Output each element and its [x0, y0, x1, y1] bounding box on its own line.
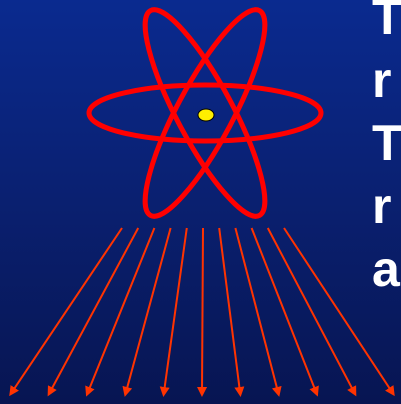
- atom-icon: [89, 0, 321, 229]
- radiation-ray-arrow: [202, 228, 203, 392]
- radiation-ray-arrow: [50, 228, 138, 392]
- text-line-3: T: [372, 112, 401, 175]
- text-line-5: a: [372, 238, 401, 301]
- slide-text: T r T r a: [372, 0, 401, 301]
- text-line-2: r: [372, 49, 401, 112]
- radiation-ray-arrow: [235, 228, 278, 392]
- radiation-ray-arrow: [126, 228, 171, 392]
- text-line-1: T: [372, 0, 401, 49]
- radiation-ray-arrow: [268, 228, 354, 392]
- radiation-ray-arrow: [219, 228, 240, 392]
- radiation-ray-arrow: [252, 228, 316, 392]
- nucleus: [198, 109, 214, 121]
- radiation-rays: [12, 228, 392, 392]
- text-line-4: r: [372, 175, 401, 238]
- radiation-ray-arrow: [12, 228, 122, 392]
- radiation-ray-arrow: [164, 228, 187, 392]
- radiation-ray-arrow: [88, 228, 154, 392]
